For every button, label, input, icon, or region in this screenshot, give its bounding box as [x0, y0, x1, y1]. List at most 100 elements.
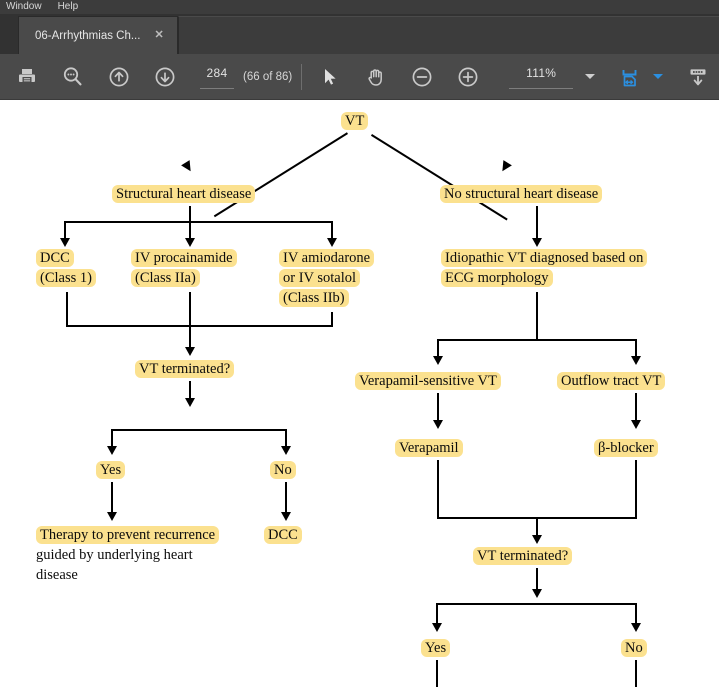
menu-item-window[interactable]: Window	[6, 1, 42, 12]
connector-idiopathic-bar	[437, 339, 637, 341]
page-number-underline	[200, 87, 234, 89]
arrowhead-amiodarone	[327, 238, 337, 247]
document-page[interactable]: VT Structural heart disease No structura…	[0, 100, 719, 687]
connector-outflow-vt-drop	[635, 339, 637, 361]
connector-procainamide-down	[189, 292, 191, 326]
connector-dcc-down	[66, 292, 68, 326]
flow-node-vt-terminated-right: VT terminated?	[473, 546, 573, 566]
zoom-level-value: 111%	[526, 65, 557, 80]
arrowhead-yes-left	[107, 446, 117, 455]
arrowhead-no-right	[631, 623, 641, 632]
arrowhead-vt-terminated-right-stem	[532, 589, 542, 598]
page-number-input[interactable]: 284	[200, 65, 234, 89]
chevron-down-icon[interactable]	[585, 74, 596, 79]
connector-converge-bar	[66, 325, 333, 327]
flow-node-vt-terminated-left: VT terminated?	[135, 359, 235, 379]
flow-node-outflow-tract-vt: Outflow tract VT	[557, 371, 666, 391]
hand-icon	[368, 68, 383, 86]
connector-outflow-to-beta	[635, 393, 637, 425]
cursor-arrow-icon	[325, 68, 336, 85]
select-tool-button[interactable]	[311, 55, 349, 99]
connector-vt-terminated-left-stem	[189, 381, 191, 403]
close-icon[interactable]: ✕	[154, 29, 164, 41]
connector-structural-left-drop	[64, 221, 66, 243]
previous-page-button[interactable]	[100, 55, 138, 99]
arrowhead-vt-terminated-left	[185, 347, 195, 356]
arrowhead-vt-terminated-left-stem	[185, 398, 195, 407]
connector-beta-blocker-down	[635, 460, 637, 518]
arrowhead-structural	[181, 160, 195, 174]
arrowhead-dcc	[60, 238, 70, 247]
search-button[interactable]	[54, 55, 92, 99]
connector-structural-stem	[189, 206, 191, 223]
zoom-in-button[interactable]	[449, 55, 487, 99]
connector-vt-terminated-right-stem	[536, 568, 538, 594]
connector-vt-to-no-structural	[370, 134, 508, 221]
hand-tool-button[interactable]	[357, 55, 395, 99]
connector-no-right-continue	[635, 660, 637, 687]
fit-page-button[interactable]	[611, 55, 649, 99]
fit-page-icon	[622, 69, 637, 86]
connector-no-structural-stem	[536, 206, 538, 243]
flow-node-yes-left: Yes	[96, 460, 126, 480]
zoom-level-input[interactable]: 111%	[509, 65, 574, 89]
fit-page-chevron-down-icon[interactable]	[653, 74, 664, 79]
arrowhead-verapamil-sensitive-vt	[433, 356, 443, 365]
connector-yes-right-continue	[436, 660, 438, 687]
flow-node-therapy-prevent-recurrence: Therapy to prevent recurrence guided by …	[36, 525, 266, 585]
scroll-mode-icon	[690, 68, 706, 85]
connector-yesno-left-bar	[111, 429, 286, 431]
arrowhead-vt-terminated-right	[532, 535, 542, 544]
connector-no-left-drop	[285, 429, 287, 451]
connector-verapamil-vt-drop	[437, 339, 439, 361]
tab-label: 06-Arrhythmias Ch...	[35, 29, 141, 42]
connector-no-right-drop	[635, 603, 637, 628]
scroll-mode-button[interactable]	[679, 55, 717, 99]
arrow-up-circle-icon	[109, 67, 129, 86]
arrowhead-procainamide	[185, 238, 195, 247]
flow-node-iv-procainamide: IV procainamide (Class IIa)	[131, 248, 237, 288]
connector-structural-mid-drop	[189, 221, 191, 243]
flow-node-verapamil: Verapamil	[395, 438, 463, 458]
flow-node-iv-amiodarone-sotalol: IV amiodarone or IV sotalol (Class IIb)	[279, 248, 375, 308]
connector-verapamil-vt-to-verapamil	[437, 393, 439, 425]
connector-yes-left-drop	[111, 429, 113, 451]
arrow-down-circle-icon	[155, 67, 175, 86]
flow-node-structural-heart-disease: Structural heart disease	[112, 184, 256, 204]
connector-yes-left-to-therapy	[111, 482, 113, 517]
connector-amiodarone-down	[331, 312, 333, 326]
connector-yesno-right-bar	[436, 603, 636, 605]
zoom-level-underline	[509, 87, 574, 89]
connector-right-converge-stem	[536, 517, 538, 540]
toolbar-separator-1	[301, 63, 303, 90]
flow-node-verapamil-sensitive-vt: Verapamil-sensitive VT	[355, 371, 501, 391]
flow-node-vt-root: VT	[341, 111, 369, 131]
flow-node-no-right: No	[621, 638, 647, 658]
menu-bar: Window Help	[0, 0, 719, 14]
plus-circle-icon	[458, 67, 478, 86]
flow-node-idiopathic-vt: Idiopathic VT diagnosed based on ECG mor…	[441, 248, 648, 288]
connector-structural-right-drop	[331, 221, 333, 243]
flow-node-yes-right: Yes	[421, 638, 451, 658]
zoom-out-button[interactable]	[403, 55, 441, 99]
toolbar: 284 (66 of 86)	[0, 54, 719, 100]
next-page-button[interactable]	[146, 55, 184, 99]
arrowhead-dcc-bottom	[281, 512, 291, 521]
flow-node-no-left: No	[270, 460, 296, 480]
flow-node-beta-blocker: β-blocker	[594, 438, 658, 458]
search-icon	[63, 66, 82, 85]
zoom-level-control[interactable]: 111%	[509, 65, 596, 89]
connector-verapamil-down	[437, 460, 439, 518]
page-number-value: 284	[206, 65, 228, 80]
menu-item-help[interactable]: Help	[57, 1, 79, 12]
print-icon	[19, 68, 35, 83]
tab-bar: 06-Arrhythmias Ch... ✕	[0, 14, 719, 54]
connector-converge-stem	[189, 325, 191, 352]
flow-node-no-structural-heart-disease: No structural heart disease	[440, 184, 603, 204]
print-button[interactable]	[8, 55, 46, 99]
arrowhead-verapamil	[433, 420, 443, 429]
arrowhead-idiopathic	[532, 238, 542, 247]
arrowhead-no-left	[281, 446, 291, 455]
tab-arrhythmias[interactable]: 06-Arrhythmias Ch... ✕	[18, 16, 178, 54]
page-total-label: (66 of 86)	[243, 70, 293, 83]
